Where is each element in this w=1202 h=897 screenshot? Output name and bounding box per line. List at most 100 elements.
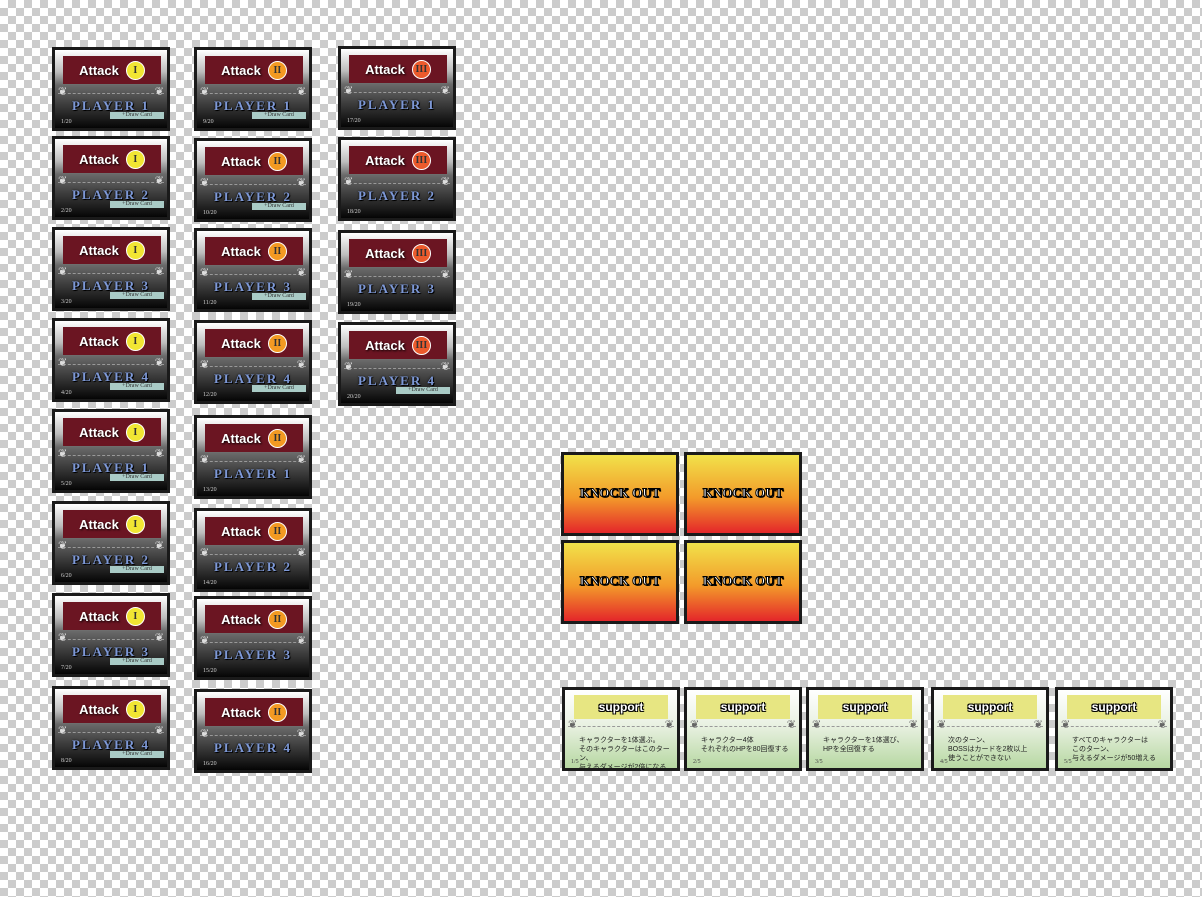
support-description: すべてのキャラクターは このターン、 与えるダメージが50増える (1072, 737, 1157, 762)
ornament-divider-icon (200, 634, 306, 653)
rank-badge: I (125, 240, 145, 260)
player-label: PLAYER 3 (71, 278, 150, 293)
card-number: 9/20 (203, 119, 214, 125)
card-number: 11/20 (203, 300, 217, 306)
attack-title: Attack (79, 242, 119, 258)
knockout-card: KNOCK OUT (561, 540, 679, 624)
player-label: PLAYER 4 (71, 369, 150, 384)
attack-title: Attack (221, 243, 261, 259)
card-number: 6/20 (61, 573, 72, 579)
card-number: 3/5 (815, 759, 823, 765)
ornament-divider-icon (200, 358, 306, 377)
card-number: 17/20 (347, 118, 361, 124)
card-number: 2/5 (693, 759, 701, 765)
support-description: キャラクターを1体選び、 HPを全回復する (823, 737, 904, 753)
card-number: 1/20 (61, 119, 72, 125)
player-label: PLAYER 2 (213, 189, 292, 204)
support-banner: support (696, 695, 790, 719)
attack-title: Attack (221, 523, 261, 539)
ornament-divider-icon (812, 718, 918, 737)
ornament-divider-icon (200, 453, 306, 472)
support-title: support (598, 700, 644, 714)
ornament-divider-icon (344, 268, 450, 287)
player-label: PLAYER 4 (213, 740, 292, 755)
attack-title: Attack (79, 151, 119, 167)
ornament-divider-icon (200, 266, 306, 285)
attack-title: Attack (221, 335, 261, 351)
attack-card: AttackIPLAYER 33/20+Draw Card (52, 227, 170, 311)
card-number: 4/5 (940, 759, 948, 765)
attack-title: Attack (79, 701, 119, 717)
draw-card-tag: +Draw Card (110, 112, 164, 119)
attack-title: Attack (221, 62, 261, 78)
card-number: 15/20 (203, 668, 217, 674)
draw-card-tag: +Draw Card (110, 658, 164, 665)
card-number: 16/20 (203, 761, 217, 767)
support-banner: support (818, 695, 912, 719)
attack-title: Attack (79, 424, 119, 440)
player-label: PLAYER 4 (213, 371, 292, 386)
draw-card-tag: +Draw Card (110, 201, 164, 208)
rank-badge: II (267, 241, 287, 261)
attack-title: Attack (365, 337, 405, 353)
attack-card: AttackIIPLAYER 214/20 (194, 508, 312, 592)
player-label: PLAYER 4 (71, 737, 150, 752)
attack-card: AttackIIIPLAYER 420/20+Draw Card (338, 322, 456, 406)
ornament-divider-icon (58, 174, 164, 193)
card-number: 2/20 (61, 208, 72, 214)
knockout-label: KNOCK OUT (702, 485, 784, 501)
knockout-label: KNOCK OUT (579, 573, 661, 589)
rank-badge: II (267, 609, 287, 629)
card-number: 4/20 (61, 390, 72, 396)
ornament-divider-icon (58, 724, 164, 743)
attack-card: AttackIPLAYER 26/20+Draw Card (52, 501, 170, 585)
support-title: support (1091, 700, 1137, 714)
ornament-divider-icon (344, 360, 450, 379)
rank-badge: I (125, 422, 145, 442)
attack-card: AttackIPLAYER 37/20+Draw Card (52, 593, 170, 677)
rank-badge: III (411, 150, 431, 170)
knockout-card: KNOCK OUT (684, 540, 802, 624)
ornament-divider-icon (937, 718, 1043, 737)
draw-card-tag: +Draw Card (110, 383, 164, 390)
support-description: キャラクターを1体選ぶ。 そのキャラクターはこのターン、 与えるダメージが2倍に… (579, 737, 670, 771)
attack-title: Attack (221, 611, 261, 627)
attack-title: Attack (221, 153, 261, 169)
attack-card: AttackIIIPLAYER 319/20 (338, 230, 456, 314)
attack-banner: Attack I (63, 418, 161, 446)
ornament-divider-icon (200, 546, 306, 565)
support-banner: support (574, 695, 668, 719)
support-banner: support (943, 695, 1037, 719)
ornament-divider-icon (568, 718, 674, 737)
player-label: PLAYER 1 (71, 460, 150, 475)
attack-card: AttackIPLAYER 11/20+Draw Card (52, 47, 170, 131)
attack-banner: Attack I (63, 236, 161, 264)
card-number: 13/20 (203, 487, 217, 493)
support-title: support (720, 700, 766, 714)
attack-card: AttackIIIPLAYER 117/20 (338, 46, 456, 130)
ornament-divider-icon (58, 356, 164, 375)
ornament-divider-icon (690, 718, 796, 737)
attack-title: Attack (365, 61, 405, 77)
player-label: PLAYER 3 (213, 279, 292, 294)
support-banner: support (1067, 695, 1161, 719)
player-label: PLAYER 2 (71, 187, 150, 202)
support-card: support キャラクターを1体選ぶ。 そのキャラクターはこのターン、 与えるダ… (562, 687, 680, 771)
rank-badge: II (267, 702, 287, 722)
ornament-divider-icon (200, 176, 306, 195)
